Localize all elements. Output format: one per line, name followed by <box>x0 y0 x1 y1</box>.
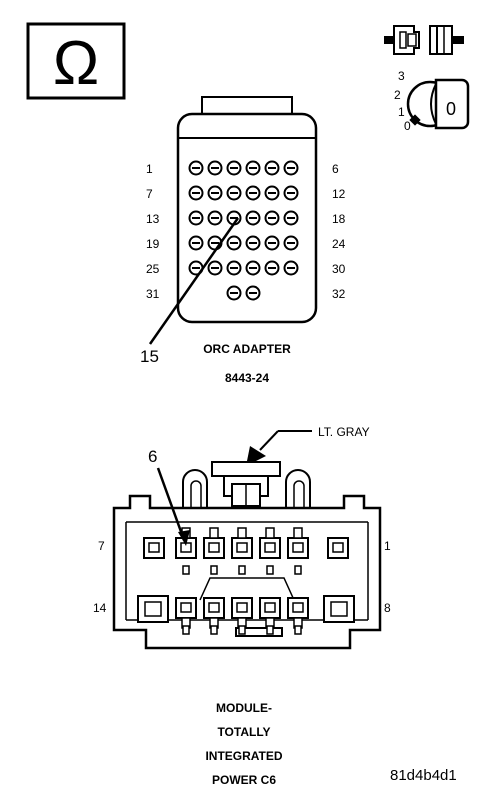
connector-terminal <box>236 602 248 613</box>
orc-adapter-pin-grid <box>188 160 299 301</box>
module-callout-leader <box>156 467 186 541</box>
orc-row-label-left: 7 <box>146 187 153 201</box>
orc-row-label-left: 13 <box>146 212 160 226</box>
connector-terminal-tab <box>265 527 275 539</box>
orc-row-label-right: 32 <box>332 287 346 301</box>
connector-title-line: POWER C6 <box>212 773 276 787</box>
connector-terminal <box>208 542 220 553</box>
disconnected-connector-icon <box>384 25 464 55</box>
orc-row-labels-right: 6 12 18 24 30 32 <box>332 162 346 301</box>
orc-row-label-right: 6 <box>332 162 339 176</box>
connector-label-bottom-left: 14 <box>93 601 107 615</box>
connector-terminal-lock <box>210 565 218 575</box>
connector-terminal-lock <box>182 565 190 575</box>
connector-terminal <box>148 542 160 553</box>
figure-code: 81d4b4d1 <box>390 767 457 784</box>
ohmmeter-frame <box>26 22 126 100</box>
connector-terminal <box>292 542 304 553</box>
connector-terminal <box>180 602 192 613</box>
connector-terminal-lock <box>238 565 246 575</box>
connector-label-top-right: 1 <box>384 539 391 553</box>
ignition-switch-icon: 3 2 1 0 0 <box>394 69 470 133</box>
connector-title-line: TOTALLY <box>217 725 270 739</box>
ignition-position-1: 1 <box>398 105 405 119</box>
orc-row-label-left: 1 <box>146 162 153 176</box>
ignition-key-label: 0 <box>446 99 456 119</box>
module-connector-c6: LT. GRAY 7 1 14 8 6 MODULE- TOTALLY INTE… <box>93 425 391 787</box>
connector-terminal <box>208 602 220 613</box>
connector-terminal <box>332 542 344 553</box>
connector-label-top-left: 7 <box>98 539 105 553</box>
connector-terminal <box>330 601 348 617</box>
orc-adapter-part-number: 8443-24 <box>225 371 269 385</box>
connector-title-line: INTEGRATED <box>205 749 282 763</box>
orc-row-label-right: 18 <box>332 212 346 226</box>
orc-row-label-left: 19 <box>146 237 160 251</box>
connector-terminal <box>144 601 162 617</box>
connector-terminal-lock <box>266 565 274 575</box>
connector-terminal <box>292 602 304 613</box>
orc-callout-leader <box>148 217 240 345</box>
orc-row-label-right: 12 <box>332 187 346 201</box>
module-callout-pin-number: 6 <box>148 447 157 466</box>
connector-label-bottom-right: 8 <box>384 601 391 615</box>
connector-terminal-lock <box>210 625 218 635</box>
ohm-icon: Ω <box>53 29 99 98</box>
ignition-position-3: 3 <box>398 69 405 83</box>
connector-terminal <box>264 602 276 613</box>
orc-row-label-left: 25 <box>146 262 160 276</box>
orc-adapter: 1 7 13 19 25 31 6 12 18 24 30 32 15 ORC … <box>140 96 346 385</box>
orc-adapter-title: ORC ADAPTER <box>203 342 291 356</box>
connector-terminal-lock <box>294 625 302 635</box>
connector-housing <box>112 494 382 650</box>
connector-terminal-lock <box>294 565 302 575</box>
orc-row-label-left: 31 <box>146 287 160 301</box>
connector-terminal-tab <box>293 527 303 539</box>
connector-terminal-lock <box>182 625 190 635</box>
ohmmeter-symbol: Ω <box>26 22 126 100</box>
connector-terminal-tab <box>237 527 247 539</box>
connector-terminal-lock <box>266 625 274 635</box>
orc-row-label-right: 24 <box>332 237 346 251</box>
orc-row-labels-left: 1 7 13 19 25 31 <box>146 162 160 301</box>
connector-color-label: LT. GRAY <box>318 425 370 439</box>
ignition-position-0: 0 <box>404 119 411 133</box>
connector-terminal <box>264 542 276 553</box>
ignition-position-2: 2 <box>394 88 401 102</box>
connector-title-line: MODULE- <box>216 701 272 715</box>
connector-terminal-tab <box>209 527 219 539</box>
connector-terminal-lock <box>238 625 246 635</box>
connector-terminal <box>236 542 248 553</box>
orc-callout-pin-number: 15 <box>140 347 159 366</box>
orc-row-label-right: 30 <box>332 262 346 276</box>
